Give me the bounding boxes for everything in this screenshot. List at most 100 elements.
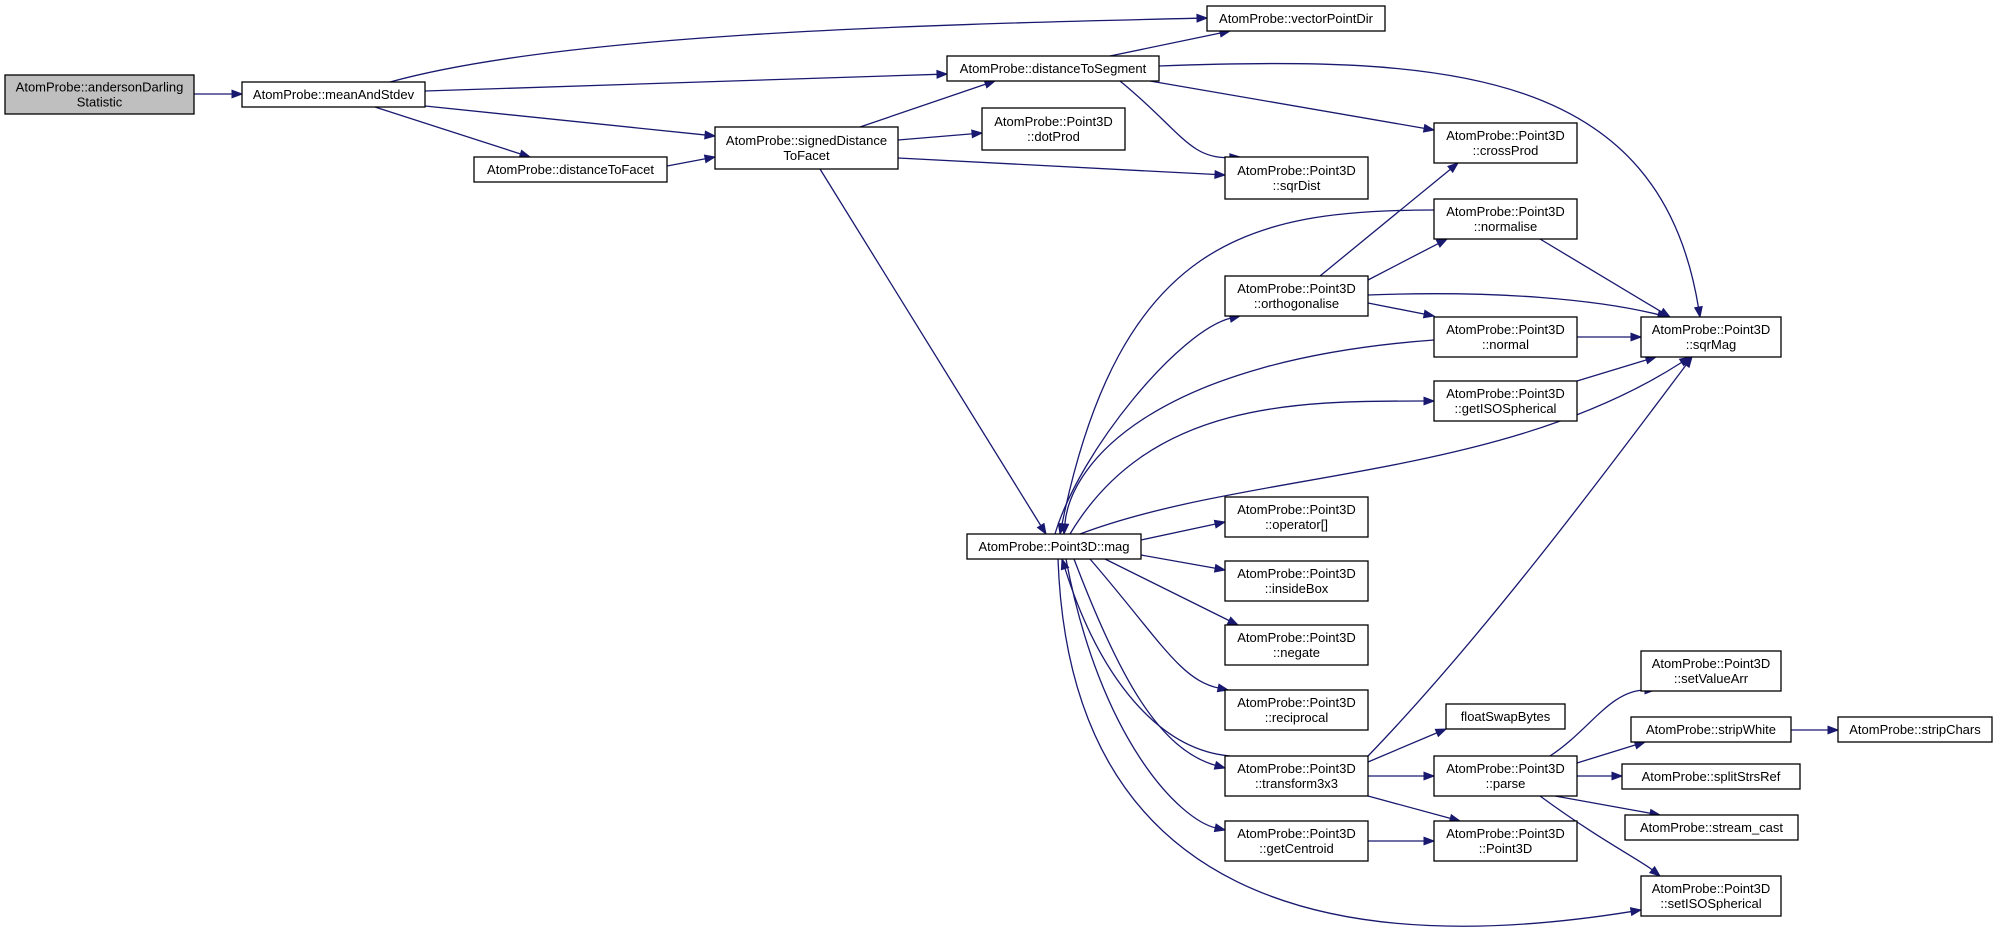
edge-line — [424, 105, 707, 136]
node-vectorPointDir[interactable]: AtomProbe::vectorPointDir — [1206, 5, 1386, 32]
node-label: ::normal — [1482, 337, 1529, 352]
node-stripWhite[interactable]: AtomProbe::stripWhite — [1630, 716, 1792, 743]
node-normalise[interactable]: AtomProbe::Point3D::normalise — [1433, 198, 1578, 240]
arrowhead — [983, 80, 997, 89]
node-box — [966, 533, 1142, 560]
node-label: AtomProbe::distanceToSegment — [960, 61, 1147, 76]
node-box — [1206, 5, 1386, 32]
node-label: ::dotProd — [1027, 129, 1080, 144]
edge-distanceToSegment-to-sqrMag — [1158, 62, 1703, 319]
node-label: AtomProbe::Point3D — [1446, 128, 1565, 143]
edge-normal-to-sqrMag — [1577, 332, 1643, 342]
node-label: AtomProbe::Point3D — [1237, 695, 1356, 710]
node-orthogonalise[interactable]: AtomProbe::Point3D::orthogonalise — [1224, 275, 1369, 317]
arrowhead — [1213, 823, 1227, 833]
edge-line — [1140, 523, 1217, 541]
edge-line — [1064, 567, 1231, 757]
node-label: AtomProbe::stripWhite — [1646, 722, 1776, 737]
arrowhead — [704, 130, 717, 140]
arrowhead — [1226, 616, 1240, 626]
node-mag[interactable]: AtomProbe::Point3D::mag — [966, 533, 1142, 560]
node-sqrDist[interactable]: AtomProbe::Point3D::sqrDist — [1224, 156, 1369, 200]
edge-mag-to-orthogonalise — [1054, 314, 1242, 535]
edge-signedDistance-to-sqrDist — [897, 157, 1227, 179]
arrowhead — [1629, 907, 1643, 917]
edge-line — [424, 73, 939, 92]
edge-mag-to-getCentroid — [1065, 558, 1227, 833]
edge-orthogonalise-to-crossProd — [1319, 162, 1460, 277]
node-label: ::setISOSpherical — [1660, 896, 1761, 911]
node-label: ::insideBox — [1265, 581, 1329, 596]
arrowhead — [1434, 728, 1448, 738]
node-box — [473, 156, 668, 183]
node-box — [714, 126, 899, 170]
edge-line — [1069, 400, 1426, 535]
node-label: AtomProbe::andersonDarling — [16, 80, 184, 95]
edge-line — [1061, 209, 1435, 526]
edge-transform3x3-to-parse — [1368, 771, 1436, 781]
node-box — [1224, 624, 1369, 666]
node-meanAndStdev[interactable]: AtomProbe::meanAndStdev — [241, 81, 426, 108]
node-distanceToFacet[interactable]: AtomProbe::distanceToFacet — [473, 156, 668, 183]
node-normal[interactable]: AtomProbe::Point3D::normal — [1433, 316, 1578, 358]
arrowhead — [1213, 519, 1227, 529]
node-sqrMag[interactable]: AtomProbe::Point3D::sqrMag — [1640, 316, 1782, 358]
node-reciprocal[interactable]: AtomProbe::Point3D::reciprocal — [1224, 689, 1369, 731]
node-label: AtomProbe::Point3D — [1237, 630, 1356, 645]
node-setValueArr[interactable]: AtomProbe::Point3D::setValueArr — [1640, 650, 1782, 692]
edge-getISOSpherical-to-sqrMag — [1576, 355, 1658, 382]
edge-line — [1064, 339, 1435, 526]
node-label: AtomProbe::Point3D — [1237, 566, 1356, 581]
node-floatSwapBytes[interactable]: floatSwapBytes — [1445, 703, 1566, 730]
node-transform3x3[interactable]: AtomProbe::Point3D::transform3x3 — [1224, 755, 1369, 797]
edge-distanceToFacet-to-signedDistance — [666, 154, 717, 167]
node-box — [1224, 820, 1369, 862]
node-operatorIdx[interactable]: AtomProbe::Point3D::operator[] — [1224, 496, 1369, 538]
node-getISOSpherical[interactable]: AtomProbe::Point3D::getISOSpherical — [1433, 380, 1578, 422]
edge-line — [1367, 242, 1440, 281]
arrowhead — [1682, 355, 1693, 369]
node-distanceToSegment[interactable]: AtomProbe::distanceToSegment — [946, 55, 1160, 82]
node-label: AtomProbe::Point3D — [994, 114, 1113, 129]
node-point3DCtor[interactable]: AtomProbe::Point3D::Point3D — [1433, 820, 1578, 862]
edge-getCentroid-to-point3DCtor — [1368, 836, 1436, 846]
node-insideBox[interactable]: AtomProbe::Point3D::insideBox — [1224, 560, 1369, 602]
node-crossProd[interactable]: AtomProbe::Point3D::crossProd — [1433, 122, 1578, 164]
node-box — [1640, 875, 1782, 917]
arrowhead — [1036, 522, 1047, 536]
edge-transform3x3-to-point3DCtor — [1367, 795, 1462, 823]
node-label: AtomProbe::stripChars — [1849, 722, 1981, 737]
node-getCentroid[interactable]: AtomProbe::Point3D::getCentroid — [1224, 820, 1369, 862]
arrowhead — [1213, 760, 1227, 770]
node-box — [1433, 820, 1578, 862]
node-label: AtomProbe::Point3D — [1446, 322, 1565, 337]
node-label: ToFacet — [783, 148, 830, 163]
node-label: AtomProbe::signedDistance — [726, 133, 887, 148]
arrowhead — [1060, 523, 1070, 536]
node-label: ::negate — [1273, 645, 1320, 660]
arrowhead — [936, 69, 949, 79]
edge-line — [1109, 32, 1222, 57]
node-negate[interactable]: AtomProbe::Point3D::negate — [1224, 624, 1369, 666]
node-dotProd[interactable]: AtomProbe::Point3D::dotProd — [981, 107, 1126, 151]
node-streamCast[interactable]: AtomProbe::stream_cast — [1624, 814, 1799, 841]
node-stripChars[interactable]: AtomProbe::stripChars — [1837, 716, 1993, 743]
node-box — [1433, 316, 1578, 358]
node-box — [1433, 755, 1578, 797]
edge-line — [1554, 795, 1652, 815]
arrowhead — [1196, 13, 1209, 23]
edge-line — [389, 17, 1199, 83]
node-setISOSpherical[interactable]: AtomProbe::Point3D::setISOSpherical — [1640, 875, 1782, 917]
edge-mag-to-reciprocal — [1089, 558, 1230, 693]
node-label: AtomProbe::meanAndStdev — [253, 87, 415, 102]
node-splitStrsRef[interactable]: AtomProbe::splitStrsRef — [1621, 763, 1801, 790]
arrowhead — [1693, 305, 1703, 319]
node-label: AtomProbe::Point3D — [1652, 322, 1771, 337]
node-box — [1630, 716, 1792, 743]
node-parse[interactable]: AtomProbe::Point3D::parse — [1433, 755, 1578, 797]
node-box — [1224, 496, 1369, 538]
node-label: AtomProbe::stream_cast — [1640, 820, 1783, 835]
